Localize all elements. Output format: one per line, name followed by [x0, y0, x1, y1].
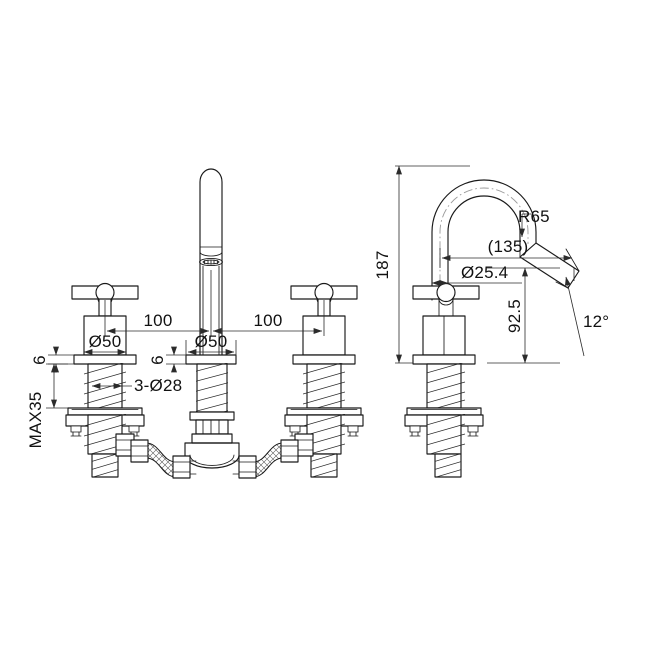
- center-spout-assembly: [184, 168, 240, 469]
- spout-thread-hatch: [196, 363, 228, 413]
- spout-decor-ring: [199, 257, 223, 267]
- spout-tee-underline: [189, 454, 235, 466]
- side-view-dimensions: 187 R65 (135) Ø25.4 92.5 12°: [373, 165, 609, 364]
- side-deck-flange: [412, 354, 476, 365]
- right-hose-nut-inner: [238, 455, 257, 479]
- supply-hose-assembly: [130, 439, 299, 479]
- spout-tip-edges: [555, 248, 580, 289]
- dim-label-tube-dia: Ø25.4: [461, 263, 508, 282]
- left-thread-hatch-lower: [84, 414, 126, 454]
- spout-deck-flange: [185, 354, 237, 365]
- dim-label-left-handle-dia: Ø50: [89, 332, 122, 351]
- spout-seam-curve: [199, 251, 223, 257]
- left-mounting-plate: [67, 407, 143, 416]
- left-hose-nut-inner-facets: [172, 461, 191, 473]
- side-threaded-shank-lower: [426, 414, 462, 455]
- right-hose-nut-outer-facets: [280, 445, 299, 457]
- dim-label-spout-dia: Ø50: [195, 332, 228, 351]
- spout-outlet-tip: [519, 242, 580, 289]
- dim-label-hole-callout: 3-Ø28: [134, 376, 182, 395]
- left-hose-nut-outer-facets: [130, 445, 149, 457]
- left-hose-tube: [189, 460, 197, 475]
- right-deck-flange: [292, 354, 356, 365]
- spout-body-outline: [199, 168, 223, 401]
- front-elevation-view: [65, 168, 364, 479]
- side-thread-hatch-lower: [427, 414, 466, 454]
- side-elevation-view: [404, 179, 580, 478]
- right-thread-hatch-upper: [303, 363, 345, 408]
- spout-lock-nut: [195, 419, 229, 435]
- spout-nut-facets: [202, 419, 220, 435]
- dim-label-spacing-left: 100: [144, 311, 173, 330]
- right-tip-hatch: [311, 453, 337, 477]
- left-deck-flange: [73, 354, 137, 365]
- right-hose-nut-outer: [280, 439, 299, 463]
- dim-label-spacing-right: 100: [254, 311, 283, 330]
- dim-label-flange-left: 6: [30, 355, 49, 365]
- dim-label-flange-center: 6: [148, 355, 167, 365]
- right-hose-tube: [232, 460, 240, 475]
- right-thread-hatch-lower: [303, 414, 345, 454]
- side-handle-stem-edges: [438, 298, 454, 317]
- side-fixing-screws: [409, 425, 479, 437]
- spout-inner-arc: [447, 195, 521, 301]
- dim-label-reach: (135): [488, 237, 529, 256]
- left-flexible-hose: [145, 442, 177, 478]
- dim-label-outlet-height: 92.5: [505, 299, 524, 333]
- side-handle-assembly: [404, 282, 484, 478]
- left-tip-hatch: [92, 453, 118, 477]
- spout-outer-arc: [431, 179, 537, 301]
- dim-label-total-height: 187: [373, 251, 392, 280]
- spout-tee-top: [191, 433, 233, 444]
- spout-centerline: [439, 187, 529, 300]
- side-handle-hub: [436, 282, 456, 303]
- front-view-dimensions: 100 100 Ø50 Ø50 6 6 3-Ø28 MAX35: [26, 270, 325, 449]
- right-mounting-plate: [286, 407, 362, 416]
- leader-outlet-angle: [564, 276, 585, 357]
- gooseneck-spout: [431, 179, 580, 301]
- right-flexible-hose: [252, 442, 284, 478]
- side-mounting-plate: [406, 407, 482, 416]
- dim-label-outlet-angle: 12°: [583, 312, 609, 331]
- right-fixing-screws: [289, 425, 359, 437]
- dim-label-radius: R65: [518, 207, 550, 226]
- dim-label-max35: MAX35: [26, 392, 45, 449]
- right-hose-nut-inner-facets: [238, 461, 257, 473]
- side-tip-hatch: [435, 453, 461, 477]
- spout-lock-washer: [189, 411, 235, 421]
- left-hose-nut-inner: [172, 455, 191, 479]
- side-thread-hatch-upper: [427, 363, 466, 408]
- spout-tee-body: [184, 442, 240, 469]
- left-hose-nut-outer: [130, 439, 149, 463]
- spout-knurl-marks: [204, 259, 218, 265]
- spout-threaded-shank: [196, 363, 228, 413]
